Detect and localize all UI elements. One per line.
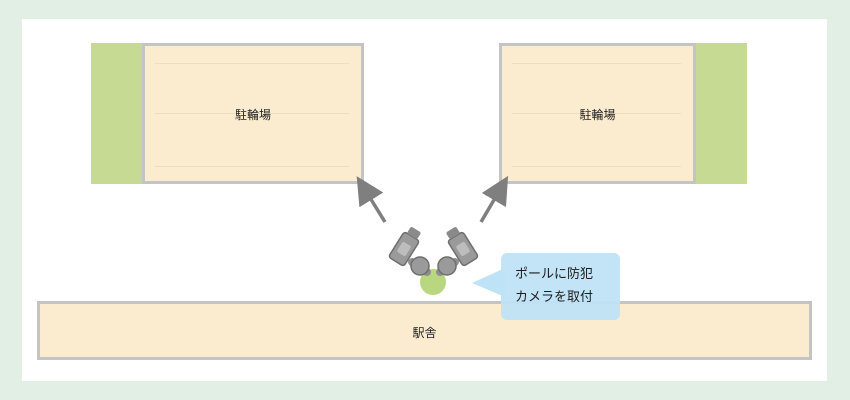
greenery-left	[91, 43, 144, 184]
callout-line-1: ポールに防犯	[515, 267, 594, 282]
security-camera-icon	[446, 227, 479, 267]
bike-parking-right: 駐輪場	[499, 43, 696, 184]
station-building: 駅舎	[37, 301, 812, 360]
station-label: 駅舎	[412, 326, 437, 340]
arrow-up-right-icon	[479, 175, 509, 223]
arrow-up-left-icon	[356, 176, 387, 223]
callout-pointer	[472, 268, 505, 297]
callout-text: ポールに防犯 カメラを取付	[515, 263, 593, 309]
security-camera-icon	[388, 227, 421, 267]
camera-mount-left	[408, 256, 431, 276]
callout: ポールに防犯 カメラを取付	[501, 253, 620, 320]
camera-mount-right	[436, 256, 459, 276]
callout-line-2: カメラを取付	[515, 290, 594, 305]
bike-parking-right-label: 駐輪場	[579, 108, 616, 122]
bike-parking-left: 駐輪場	[142, 43, 364, 184]
greenery-right	[694, 43, 747, 184]
bike-parking-left-label: 駐輪場	[234, 108, 271, 122]
